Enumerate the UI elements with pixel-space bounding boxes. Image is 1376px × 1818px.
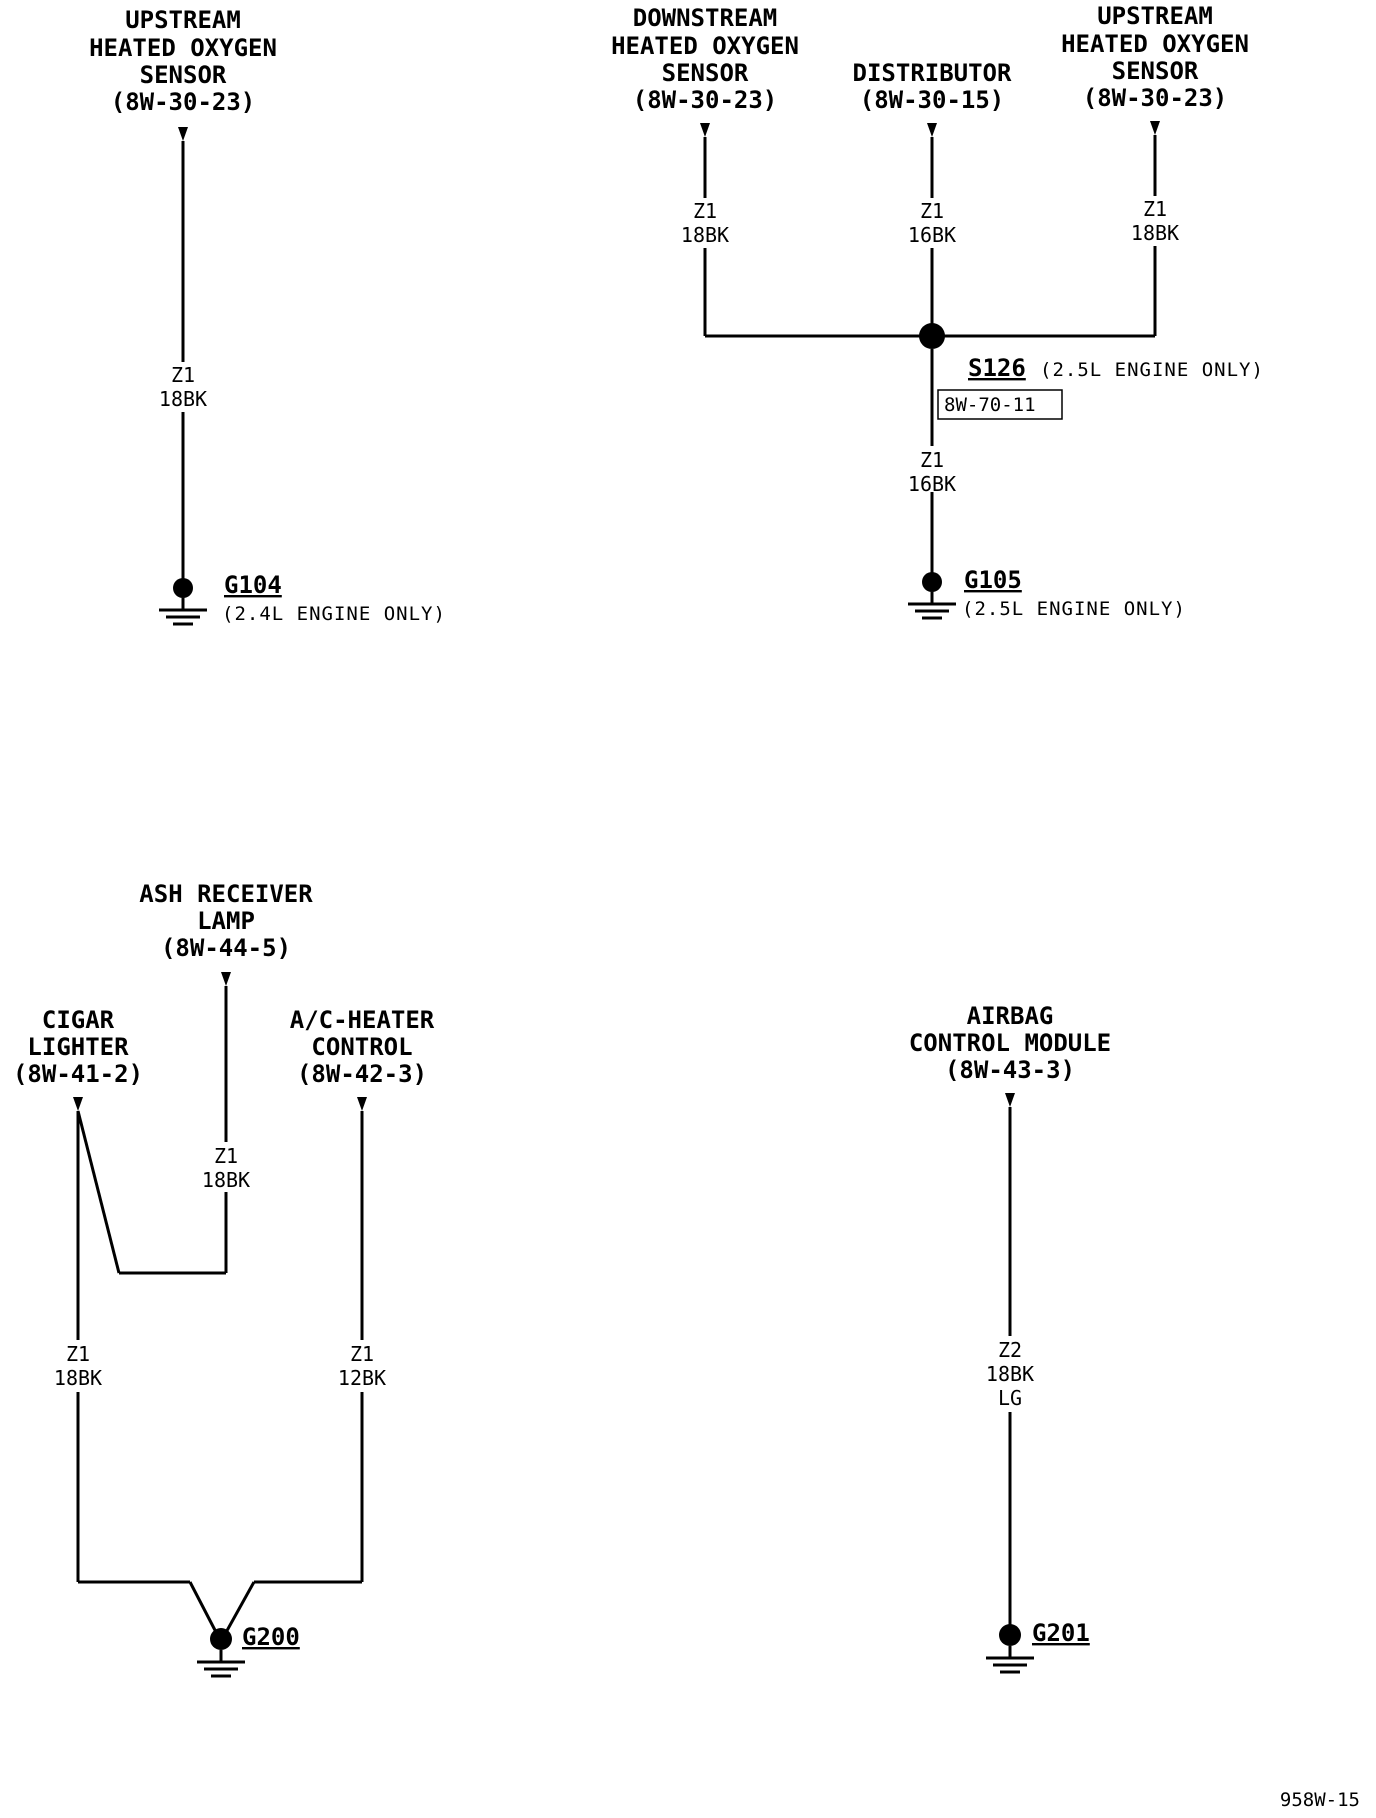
- splice-ref-box: [937, 389, 1063, 420]
- wire-circuit-label: Z1: [920, 448, 944, 472]
- component-name-line: LIGHTER: [27, 1033, 129, 1061]
- component-name-line: CIGAR: [42, 1006, 115, 1034]
- ground-icon: [906, 590, 958, 620]
- wire-circuit-label: Z2: [998, 1338, 1022, 1362]
- page-number: 958W-15: [1280, 1789, 1360, 1811]
- ground-id-g104: G104: [224, 571, 282, 599]
- wire-gauge-color-label: 12BK: [338, 1366, 386, 1390]
- component-cigar-lighter: CIGAR LIGHTER (8W-41-2): [13, 1006, 143, 1088]
- splice-ref: 8W-70-11: [944, 394, 1036, 416]
- component-ac-heater-control: A/C-HEATER CONTROL (8W-42-3): [290, 1006, 435, 1088]
- wire-tracer-label: LG: [998, 1386, 1022, 1410]
- connector-terminal: [221, 972, 231, 986]
- component-name-line: HEATED OXYGEN: [611, 32, 799, 60]
- wire-circuit-label: Z1: [66, 1342, 90, 1366]
- component-name-line: CONTROL: [311, 1033, 412, 1061]
- wire-gauge-color-label: 16BK: [908, 223, 956, 247]
- connector-terminal: [700, 123, 710, 137]
- wire-circuit-label: Z1: [1143, 197, 1167, 221]
- component-section-ref: (8W-41-2): [13, 1060, 143, 1088]
- ground-eyelet: [999, 1624, 1021, 1646]
- component-ash-receiver-lamp: ASH RECEIVER LAMP (8W-44-5): [139, 880, 313, 962]
- ground-id-g105: G105: [964, 566, 1022, 594]
- component-section-ref: (8W-30-23): [111, 88, 256, 116]
- wire-segment: [222, 1581, 256, 1637]
- wire-circuit-label: Z1: [171, 363, 195, 387]
- component-section-ref: (8W-44-5): [161, 934, 291, 962]
- wire-gauge-color-label: 18BK: [202, 1168, 250, 1192]
- component-section-ref: (8W-30-23): [1083, 84, 1228, 112]
- component-name-line: UPSTREAM: [125, 6, 241, 34]
- component-upstream-o2-left: UPSTREAM HEATED OXYGEN SENSOR (8W-30-23): [89, 6, 277, 116]
- component-name-line: SENSOR: [662, 59, 749, 87]
- component-section-ref: (8W-30-23): [633, 86, 778, 114]
- ground-icon: [157, 596, 209, 626]
- component-name-line: ASH RECEIVER: [139, 880, 313, 908]
- wire-gauge-color-label: 18BK: [159, 387, 207, 411]
- component-name-line: SENSOR: [140, 61, 227, 89]
- component-name-line: HEATED OXYGEN: [1061, 30, 1249, 58]
- wire-segment: [188, 1581, 220, 1637]
- wire-gauge-color-label: 18BK: [681, 223, 729, 247]
- wire-segment: [76, 1110, 121, 1274]
- wire-gauge-color-label: 18BK: [1131, 221, 1179, 245]
- component-airbag-control-module: AIRBAG CONTROL MODULE (8W-43-3): [909, 1002, 1111, 1084]
- connector-terminal: [357, 1097, 367, 1111]
- component-name-line: UPSTREAM: [1097, 2, 1213, 30]
- connector-terminal: [178, 127, 188, 141]
- connector-terminal: [1150, 121, 1160, 135]
- component-section-ref: (8W-42-3): [297, 1060, 427, 1088]
- component-section-ref: (8W-30-15): [860, 86, 1005, 114]
- wire-gauge-color-label: 16BK: [908, 472, 956, 496]
- wire-gauge-color-label: 18BK: [54, 1366, 102, 1390]
- component-name-line: CONTROL MODULE: [909, 1029, 1111, 1057]
- splice-id-s126: S126: [968, 354, 1026, 382]
- ground-note: (2.5L ENGINE ONLY): [962, 598, 1186, 620]
- component-section-ref: (8W-43-3): [945, 1056, 1075, 1084]
- component-distributor: DISTRIBUTOR (8W-30-15): [853, 59, 1012, 114]
- ground-icon: [984, 1644, 1036, 1674]
- ground-icon: [195, 1648, 247, 1678]
- splice-note: (2.5L ENGINE ONLY): [1040, 359, 1264, 381]
- ground-id-g201: G201: [1032, 1619, 1090, 1647]
- ground-eyelet: [210, 1628, 232, 1650]
- component-name-line: LAMP: [197, 907, 255, 935]
- ground-id-g200: G200: [242, 1623, 300, 1651]
- component-downstream-o2: DOWNSTREAM HEATED OXYGEN SENSOR (8W-30-2…: [611, 4, 799, 114]
- splice-node: [919, 323, 945, 349]
- connector-terminal: [73, 1097, 83, 1111]
- wire-circuit-label: Z1: [693, 199, 717, 223]
- wire-circuit-label: Z1: [350, 1342, 374, 1366]
- ground-eyelet: [173, 578, 193, 598]
- component-name-line: SENSOR: [1112, 57, 1199, 85]
- component-upstream-o2-right: UPSTREAM HEATED OXYGEN SENSOR (8W-30-23): [1061, 2, 1249, 112]
- connector-terminal: [1005, 1093, 1015, 1107]
- wire-gauge-color-label: 18BK: [986, 1362, 1034, 1386]
- ground-note: (2.4L ENGINE ONLY): [222, 603, 446, 625]
- component-name-line: AIRBAG: [967, 1002, 1054, 1030]
- component-name-line: DISTRIBUTOR: [853, 59, 1012, 87]
- wire-circuit-label: Z1: [214, 1144, 238, 1168]
- wire-circuit-label: Z1: [920, 199, 944, 223]
- connector-terminal: [927, 123, 937, 137]
- component-name-line: HEATED OXYGEN: [89, 34, 277, 62]
- ground-eyelet: [922, 572, 942, 592]
- component-name-line: DOWNSTREAM: [633, 4, 778, 32]
- component-name-line: A/C-HEATER: [290, 1006, 435, 1034]
